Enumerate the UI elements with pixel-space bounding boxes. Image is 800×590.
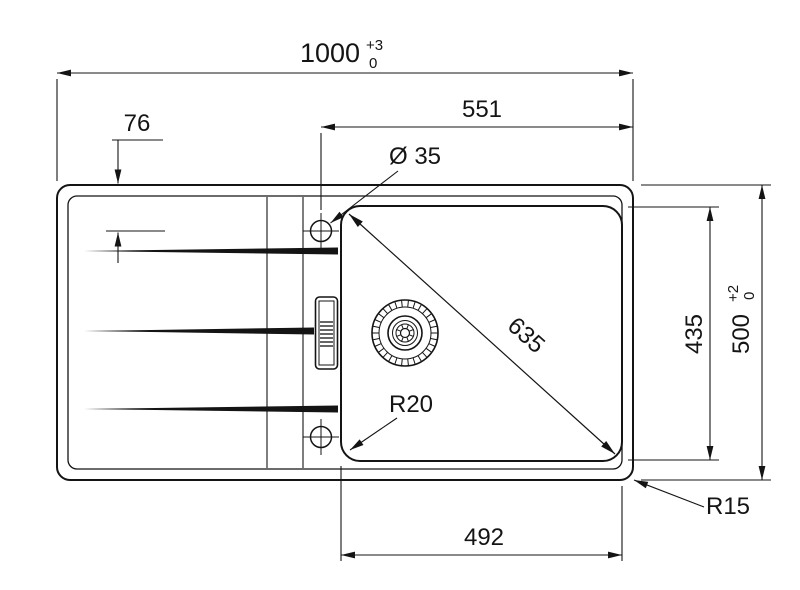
dim-overall-depth-tol-plus: +2 (725, 285, 742, 302)
dim-tap-hole-diameter: Ø 35 (330, 143, 441, 224)
sink-outer-edge (56, 184, 634, 481)
dim-overall-width: 1000 +3 0 (56, 37, 634, 181)
dim-r15-label: R15 (706, 493, 750, 520)
overflow-fitting (314, 296, 339, 370)
drainboard-groove (84, 405, 338, 413)
dim-435-label: 435 (681, 314, 708, 354)
dim-overall-depth-label: 500 (728, 314, 755, 354)
dim-overall-width-label: 1000 (300, 38, 360, 68)
tap-hole-bottom (303, 419, 339, 455)
dim-492-label: 492 (464, 524, 504, 551)
tap-hole-top (303, 213, 339, 249)
dim-tap-hole-offset: 76 (106, 110, 165, 263)
dim-rim-corner-radius: R15 (633, 479, 750, 520)
dim-bowl-width: 492 (340, 466, 623, 561)
dim-overall-depth: 500 +2 0 (641, 184, 771, 481)
dim-diameter-label: Ø 35 (389, 143, 441, 170)
dim-551-label: 551 (462, 96, 502, 123)
drainboard-groove (84, 327, 314, 335)
drainboard-groove (84, 247, 338, 255)
sink-bowl (340, 205, 623, 462)
drainboard-grooves (84, 247, 338, 413)
dim-76-label: 76 (124, 110, 151, 137)
sink-body (56, 184, 634, 481)
dim-overall-width-tol-plus: +3 (366, 37, 383, 54)
dim-bowl-depth: 435 (628, 206, 719, 461)
dim-tap-to-right-edge: 551 (320, 96, 634, 210)
dim-overall-depth-tol-minus: 0 (741, 292, 758, 300)
dim-overall-width-tol-minus: 0 (369, 55, 377, 72)
dim-r20-label: R20 (389, 391, 433, 418)
dim-bowl-corner-radius: R20 (349, 391, 433, 451)
